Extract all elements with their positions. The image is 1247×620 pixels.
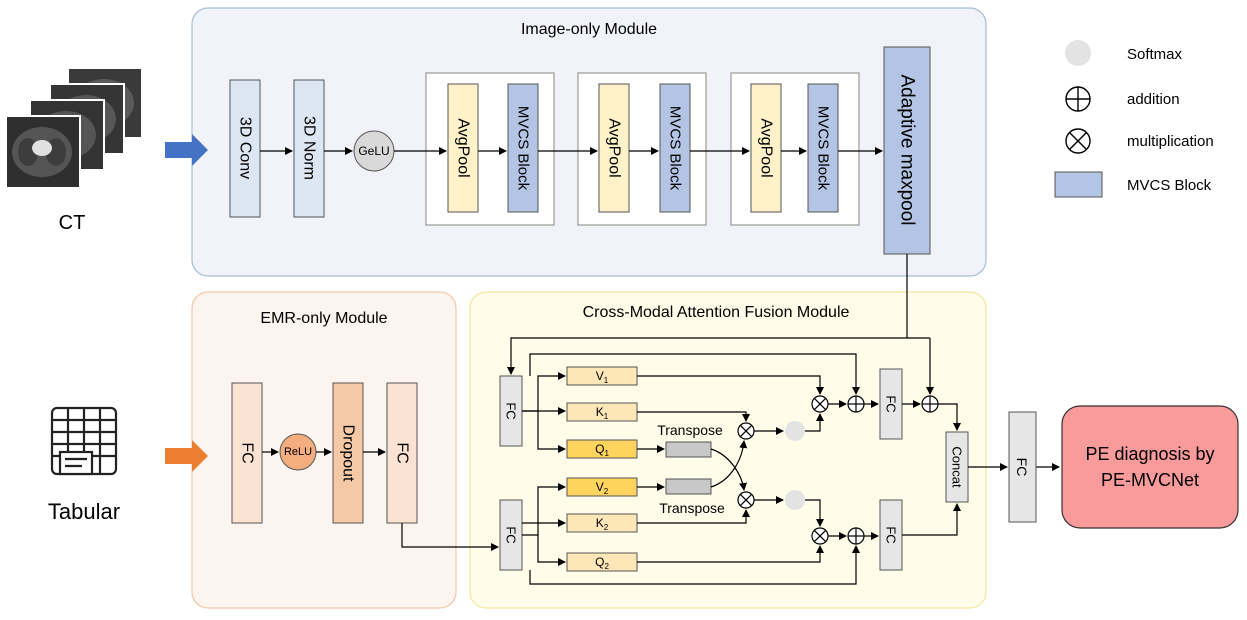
- transpose-box-1: Transpose: [657, 422, 723, 458]
- svg-text:Q2: Q2: [595, 555, 609, 571]
- ct-input-arrow: [165, 134, 208, 166]
- ct-label: CT: [59, 212, 86, 234]
- fusion-module-box: [469, 291, 987, 609]
- transpose-box-2: Transpose: [659, 478, 725, 516]
- mvcs-block-1: [507, 83, 539, 213]
- svg-text:FC: FC: [884, 526, 899, 543]
- svg-text:Concat: Concat: [950, 446, 965, 488]
- legend: Softmax addition multiplication MVCS Blo…: [1054, 40, 1214, 198]
- svg-text:MVCS Block: MVCS Block: [667, 106, 684, 191]
- svg-text:Dropout: Dropout: [340, 425, 357, 482]
- svg-text:PE diagnosis by: PE diagnosis by: [1085, 444, 1214, 464]
- q2-box: Q2: [566, 552, 638, 572]
- svg-text:FC: FC: [504, 402, 519, 419]
- add-node-2: [847, 527, 865, 545]
- v2-box: V2: [566, 477, 638, 497]
- emr-fc-block-1: FC: [231, 382, 263, 524]
- avgpool-block-3: [750, 83, 782, 213]
- svg-text:ReLU: ReLU: [284, 446, 312, 458]
- fusion-fc-4: FC: [879, 499, 903, 571]
- stage-3: AvgPool MVCS Block: [730, 72, 860, 226]
- dropout-block: Dropout: [332, 382, 364, 524]
- tabular-input-arrow: [165, 440, 208, 472]
- gelu-node: GeLU: [353, 130, 395, 172]
- fusion-fc-3: FC: [879, 368, 903, 440]
- table-icon: [50, 406, 118, 476]
- softmax-node-1: [785, 421, 805, 441]
- emr-only-module-title: EMR-only Module: [260, 310, 387, 327]
- svg-text:V2: V2: [596, 480, 609, 496]
- svg-text:AvgPool: AvgPool: [758, 118, 775, 177]
- addition-legend-icon: [1065, 86, 1091, 112]
- multiply-node-attn-2: [737, 491, 755, 509]
- v1-box: V1: [566, 366, 638, 386]
- add-node-3: [921, 395, 939, 413]
- output-box: PE diagnosis by PE-MVCNet: [1061, 405, 1239, 529]
- svg-text:FC: FC: [394, 442, 411, 463]
- tabular-label: Tabular: [48, 499, 120, 524]
- k2-box: K2: [566, 513, 638, 533]
- svg-text:Adaptive maxpool: Adaptive maxpool: [897, 74, 918, 225]
- svg-text:3D Conv: 3D Conv: [237, 117, 254, 179]
- svg-text:AvgPool: AvgPool: [455, 118, 472, 177]
- svg-text:K1: K1: [596, 405, 609, 421]
- svg-text:3D Norm: 3D Norm: [301, 116, 318, 180]
- multiply-node-value-1: [811, 395, 829, 413]
- svg-text:K2: K2: [596, 516, 609, 532]
- image-only-module-title: Image-only Module: [521, 21, 657, 38]
- k1-box: K1: [566, 402, 638, 422]
- ct-slices-image: [5, 67, 143, 189]
- stage-1: AvgPool MVCS Block: [425, 72, 555, 226]
- svg-text:Transpose: Transpose: [657, 422, 723, 438]
- svg-text:MVCS Block: MVCS Block: [1127, 177, 1212, 194]
- svg-text:Q1: Q1: [595, 442, 609, 458]
- softmax-node-2: [785, 490, 805, 510]
- adaptive-maxpool-block: Adaptive maxpool: [883, 46, 931, 255]
- svg-text:multiplication: multiplication: [1127, 133, 1214, 150]
- final-fc-block: FC: [1008, 411, 1037, 523]
- stage-2: AvgPool MVCS Block: [577, 72, 707, 226]
- svg-text:FC: FC: [1014, 458, 1030, 477]
- svg-text:AvgPool: AvgPool: [606, 118, 623, 177]
- multiply-node-attn-1: [737, 422, 755, 440]
- norm3d-block: 3D Norm: [293, 79, 325, 218]
- svg-text:addition: addition: [1127, 91, 1180, 108]
- svg-text:MVCS Block: MVCS Block: [515, 106, 532, 191]
- relu-node: ReLU: [279, 433, 317, 471]
- avgpool-block-2: [598, 83, 630, 213]
- svg-text:Transpose: Transpose: [659, 500, 725, 516]
- fusion-fc-1: FC: [499, 375, 523, 447]
- multiplication-legend-icon: [1065, 128, 1091, 154]
- svg-text:V1: V1: [596, 369, 609, 385]
- svg-text:FC: FC: [239, 442, 256, 463]
- svg-text:PE-MVCNet: PE-MVCNet: [1101, 470, 1199, 490]
- conv3d-block: 3D Conv: [229, 79, 261, 218]
- fusion-arrows: [507, 254, 1060, 585]
- q1-box: Q1: [566, 439, 638, 459]
- fusion-module-title: Cross-Modal Attention Fusion Module: [583, 304, 850, 321]
- mvcs-block-3: [807, 83, 839, 213]
- multiply-node-value-2: [811, 527, 829, 545]
- softmax-legend-icon: [1065, 40, 1091, 66]
- svg-text:Softmax: Softmax: [1127, 46, 1183, 63]
- avgpool-block-1: [447, 83, 479, 213]
- svg-text:FC: FC: [884, 395, 899, 412]
- mvcs-legend-swatch: [1054, 171, 1103, 198]
- svg-text:FC: FC: [504, 526, 519, 543]
- add-node-1: [847, 395, 865, 413]
- mvcs-block-2: [659, 83, 691, 213]
- svg-text:MVCS Block: MVCS Block: [815, 106, 832, 191]
- emr-module-arrows: [262, 448, 499, 551]
- emr-fc-block-2: FC: [386, 382, 418, 524]
- fusion-fc-2: FC: [499, 499, 523, 571]
- svg-text:GeLU: GeLU: [358, 144, 389, 158]
- concat-block: Concat: [945, 431, 969, 503]
